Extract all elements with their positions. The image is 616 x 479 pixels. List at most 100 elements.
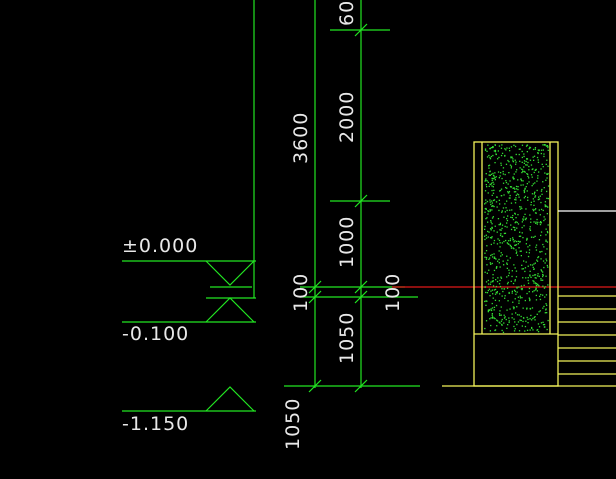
hatch-dot	[516, 227, 518, 229]
hatch-dot	[518, 300, 520, 302]
hatch-dot	[485, 173, 487, 175]
hatch-dot	[531, 264, 534, 266]
hatch-dot	[493, 269, 496, 272]
hatch-dot	[499, 223, 501, 226]
hatch-dot	[535, 299, 538, 301]
hatch-dot	[537, 177, 539, 179]
hatch-dot	[509, 194, 511, 197]
hatch-dot	[519, 297, 522, 299]
tick	[354, 23, 368, 37]
hatch-dot	[527, 277, 529, 279]
hatch-dot	[488, 185, 490, 187]
hatch-dot	[546, 190, 548, 193]
hatch-dot	[529, 270, 531, 272]
hatch-dot	[503, 317, 506, 319]
hatch-dot	[498, 224, 500, 226]
hatch-dot	[523, 189, 525, 192]
hatch-dot	[540, 234, 542, 237]
hatch-dot	[491, 280, 493, 282]
tick	[308, 290, 322, 304]
hatch-dot	[513, 318, 515, 320]
dim-text-1000: 1000	[336, 216, 358, 268]
hatch-dot	[526, 164, 528, 166]
hatch-dot	[506, 255, 508, 257]
hatch-dot	[494, 149, 497, 152]
hatch-dot	[534, 289, 537, 291]
hatch-dot	[496, 292, 498, 294]
hatch-dot	[528, 291, 530, 293]
hatch-dot	[524, 188, 526, 190]
hatch-dot	[528, 177, 530, 179]
hatch-dot	[506, 218, 508, 220]
hatch-dot	[535, 246, 537, 248]
hatch-dot	[540, 322, 543, 324]
hatch-dot	[503, 232, 506, 235]
hatch-dot	[524, 299, 526, 302]
hatch-dot	[532, 274, 534, 277]
hatch-dot	[532, 208, 534, 211]
hatch-dot	[485, 184, 487, 186]
hatch-dot	[495, 266, 498, 269]
hatch-dot	[508, 192, 510, 194]
hatch-dot	[515, 163, 517, 165]
hatch-dot	[484, 327, 486, 330]
hatch-dot	[487, 279, 489, 282]
hatch-dot	[535, 208, 537, 210]
hatch-dot	[486, 186, 488, 188]
hatch-dot	[525, 243, 527, 245]
hatch-dot	[545, 179, 547, 181]
hatch-dot	[521, 264, 523, 266]
hatch-dot	[515, 188, 518, 190]
hatch-dot	[532, 317, 534, 320]
hatch-dot	[511, 217, 513, 219]
hatch-dot	[531, 319, 533, 321]
hatch-dot	[534, 195, 537, 197]
hatch-dot	[511, 270, 513, 272]
hatch-dot	[501, 288, 503, 290]
hatch-dot	[486, 150, 488, 152]
hatch-dot	[492, 256, 494, 258]
hatch-dot	[526, 239, 528, 241]
hatch-dot	[493, 256, 496, 258]
hatch-dot	[510, 165, 513, 167]
hatch-dot	[488, 154, 490, 157]
tick	[354, 194, 368, 208]
hatch-dot	[527, 282, 530, 284]
hatch-dot	[538, 239, 541, 241]
hatch-dot	[501, 242, 503, 244]
hatch-dot	[489, 283, 492, 285]
hatch-dot	[487, 230, 489, 233]
hatch-dot	[492, 280, 494, 282]
hatch-dot	[531, 327, 533, 329]
hatch-dot	[523, 197, 525, 199]
hatch-dot	[544, 172, 546, 174]
level-label-zero: ±0.000	[122, 235, 198, 257]
hatch-dot	[537, 323, 540, 325]
hatch-dot	[493, 289, 496, 291]
level-triangle-minus-0100	[205, 297, 255, 323]
hatch-dot	[515, 270, 518, 272]
hatch-dot	[514, 240, 516, 242]
hatch-dot	[542, 321, 544, 323]
hatch-dot	[546, 312, 548, 314]
hatch-dot	[542, 294, 544, 296]
hatch-dot	[524, 195, 526, 198]
hatch-dot	[544, 296, 546, 298]
hatch-dot	[514, 228, 516, 231]
hatch-dot	[484, 271, 486, 273]
hatch-dot	[498, 239, 501, 242]
dim-text-60: 60	[336, 0, 358, 26]
hatch-dot	[499, 190, 501, 192]
tick	[308, 280, 322, 294]
hatch-dot	[501, 211, 503, 213]
hatch-dot	[542, 274, 544, 276]
hatch-dot	[499, 293, 501, 295]
hatch-dot	[509, 239, 511, 242]
hatch-dot	[545, 294, 548, 296]
hatch-dot	[521, 150, 523, 153]
hatch-dot	[529, 229, 532, 231]
hatch-dot	[506, 222, 508, 224]
hatch-dot	[514, 213, 516, 215]
